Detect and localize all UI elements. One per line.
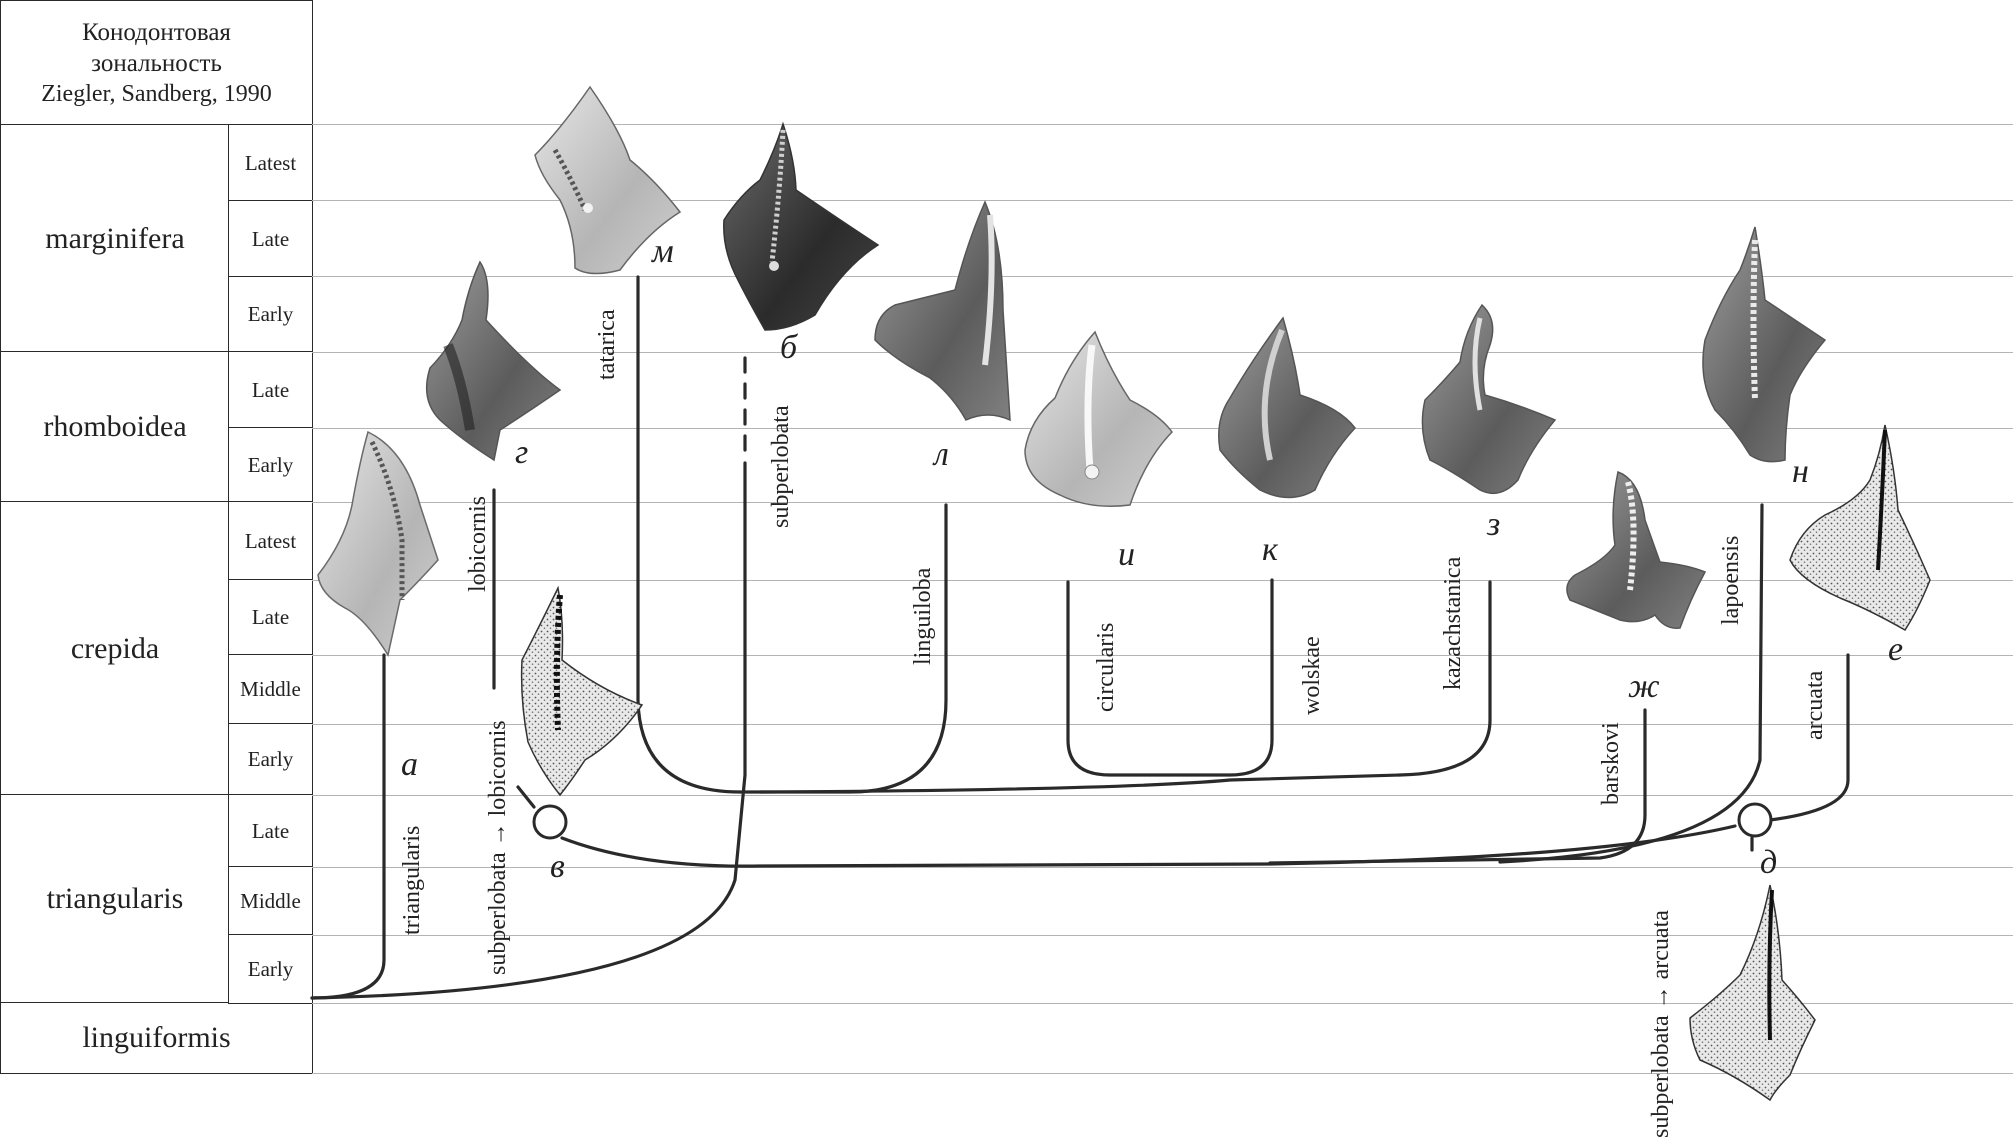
- specimen-a: [317, 430, 439, 657]
- node-d: [1737, 802, 1773, 838]
- lineage-v-link: [516, 785, 536, 809]
- label-wolskae: wolskae: [1299, 636, 1325, 715]
- letter-a: а: [401, 746, 418, 783]
- grid-line: [312, 655, 2013, 656]
- lineage-tatarica: [636, 275, 742, 794]
- specimen-d: [1689, 884, 1816, 1102]
- specimen-i: [1024, 330, 1173, 507]
- label-subperlobata-lobicornis: subperlobata → lobicornis: [485, 720, 511, 975]
- letter-b: б: [780, 329, 799, 366]
- label-subperlobata: subperlobata: [768, 405, 794, 528]
- specimen-m: [534, 85, 682, 275]
- label-tatarica: tatarica: [594, 309, 620, 380]
- grid-line: [312, 502, 2013, 503]
- grid-line: [312, 1003, 2013, 1004]
- grid-line: [312, 200, 2013, 201]
- letter-z: з: [1486, 506, 1500, 543]
- specimen-l: [874, 200, 1011, 422]
- zone-marginifera: marginifera: [0, 124, 230, 353]
- subzone-triangularis-late: Late: [228, 794, 313, 868]
- letter-l: л: [932, 436, 949, 473]
- lineage-lapoensis: [1498, 503, 1764, 864]
- grid-line: [312, 724, 2013, 725]
- specimen-b: [723, 121, 880, 331]
- label-arcuata: arcuata: [1802, 670, 1828, 740]
- grid-line: [312, 935, 2013, 936]
- header-line1: Конодонтовая: [82, 18, 231, 46]
- specimen-n: [1702, 226, 1827, 463]
- label-subperlobata-arcuata: subperlobata → arcuata: [1648, 910, 1674, 1138]
- subzone-marginifera-early: Early: [228, 276, 313, 353]
- lineage-kazachstanica: [758, 580, 1492, 794]
- lineage-subperlobata: [310, 461, 747, 1000]
- letter-v: в: [550, 848, 565, 885]
- subzone-triangularis-middle: Middle: [228, 866, 313, 936]
- grid-line: [312, 580, 2013, 581]
- label-barskovi: barskovi: [1598, 722, 1624, 805]
- letter-zh: ж: [1628, 668, 1660, 705]
- lineage-arcuata: [1768, 653, 1850, 822]
- grid-line: [312, 1073, 2013, 1074]
- label-lobicornis: lobicornis: [465, 496, 491, 592]
- node-v: [532, 804, 568, 840]
- label-lapoensis: lapoensis: [1718, 536, 1744, 625]
- grid-line: [312, 124, 2013, 125]
- specimen-g: [425, 260, 562, 462]
- header-reference: Ziegler, Sandberg, 1990: [41, 80, 272, 107]
- grid-line: [312, 352, 2013, 353]
- subzone-crepida-late: Late: [228, 579, 313, 656]
- subzone-rhomboidea-early: Early: [228, 427, 313, 503]
- zone-linguiformis: linguiformis: [0, 1002, 313, 1074]
- specimen-k: [1218, 316, 1356, 499]
- letter-e: е: [1888, 631, 1903, 668]
- zonation-header: Конодонтовая зональность Ziegler, Sandbe…: [0, 0, 313, 126]
- label-circularis: circularis: [1093, 623, 1119, 712]
- specimen-zh: [1566, 470, 1707, 629]
- letter-g: г: [515, 434, 528, 471]
- letter-i: и: [1118, 536, 1135, 573]
- subzone-rhomboidea-late: Late: [228, 351, 313, 429]
- subzone-crepida-latest: Latest: [228, 501, 313, 581]
- specimen-v: [520, 585, 644, 797]
- lineage-circularis-wolskae: [1066, 578, 1274, 777]
- grid-line: [312, 795, 2013, 796]
- specimen-letters: а б в г д е ж з и к л м н: [401, 233, 1903, 885]
- label-triangularis: triangularis: [399, 826, 425, 935]
- letter-m: м: [651, 233, 674, 270]
- subzone-crepida-middle: Middle: [228, 654, 313, 725]
- header-line2: зональность: [91, 49, 222, 77]
- lineage-lines: [310, 275, 1850, 1000]
- subzone-triangularis-early: Early: [228, 934, 313, 1004]
- lineage-barskovi: [1268, 708, 1647, 865]
- grid-line: [312, 867, 2013, 868]
- taxon-labels: triangularis subperlobata subperlobata →…: [399, 309, 1828, 1138]
- lineage-triangularis: [310, 653, 386, 1000]
- letter-n: н: [1792, 453, 1809, 490]
- letter-k: к: [1262, 531, 1279, 568]
- zone-crepida: crepida: [0, 501, 230, 796]
- specimen-z: [1421, 303, 1557, 495]
- label-kazachstanica: kazachstanica: [1440, 556, 1466, 690]
- specimen-e: [1789, 424, 1931, 632]
- label-linguiloba: linguiloba: [910, 567, 936, 665]
- grid-line: [312, 276, 2013, 277]
- subzone-marginifera-late: Late: [228, 200, 313, 278]
- subzone-marginifera-latest: Latest: [228, 124, 313, 202]
- subzone-crepida-early: Early: [228, 723, 313, 796]
- letter-d: д: [1760, 844, 1777, 881]
